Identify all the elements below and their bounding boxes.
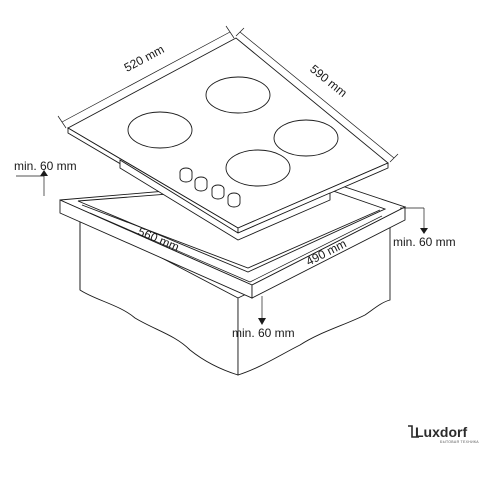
dim-line-cutout-depth	[249, 215, 383, 283]
burner-left	[127, 111, 193, 149]
cabinet-front-panel	[79, 214, 239, 376]
dimension-lines	[16, 25, 425, 320]
arrow-right-clearance-icon	[420, 228, 428, 234]
hob-glass-side-edge	[237, 162, 389, 234]
countertop-side-edge	[251, 206, 406, 299]
knob-2-icon	[194, 176, 208, 192]
label-clearance-left: min. 60 mm	[14, 159, 77, 173]
label-hob-width: 590 mm	[307, 62, 350, 100]
dim-line-hob-depth	[61, 31, 231, 123]
cutout-inner-edge	[81, 204, 381, 269]
burner-back	[205, 76, 271, 114]
knob-3-icon	[211, 184, 225, 200]
arrow-bottom-clearance-icon	[258, 318, 266, 325]
knob-1-icon	[179, 167, 193, 183]
hob-body	[119, 159, 331, 241]
burner-front	[225, 149, 291, 187]
brand-logo: Luxdorf БЫТОВАЯ ТЕХНИКА	[408, 424, 479, 444]
cabinet-side-panel	[237, 224, 391, 376]
dim-line-cutout-width	[89, 212, 251, 283]
cabinet	[79, 214, 391, 376]
control-knobs	[179, 167, 241, 208]
brand-tagline: БЫТОВАЯ ТЕХНИКА	[440, 440, 479, 444]
label-clearance-bottom: min. 60 mm	[232, 326, 295, 340]
dimension-arrows	[40, 170, 428, 325]
brand-name: Luxdorf	[415, 424, 467, 440]
arrow-left-clearance-icon	[40, 170, 48, 176]
brand-mark-icon	[408, 425, 419, 438]
hob	[67, 37, 389, 241]
knob-4-icon	[227, 192, 241, 208]
dim-line-hob-width	[239, 31, 395, 159]
burner-right	[273, 119, 339, 157]
label-clearance-right: min. 60 mm	[393, 235, 456, 249]
